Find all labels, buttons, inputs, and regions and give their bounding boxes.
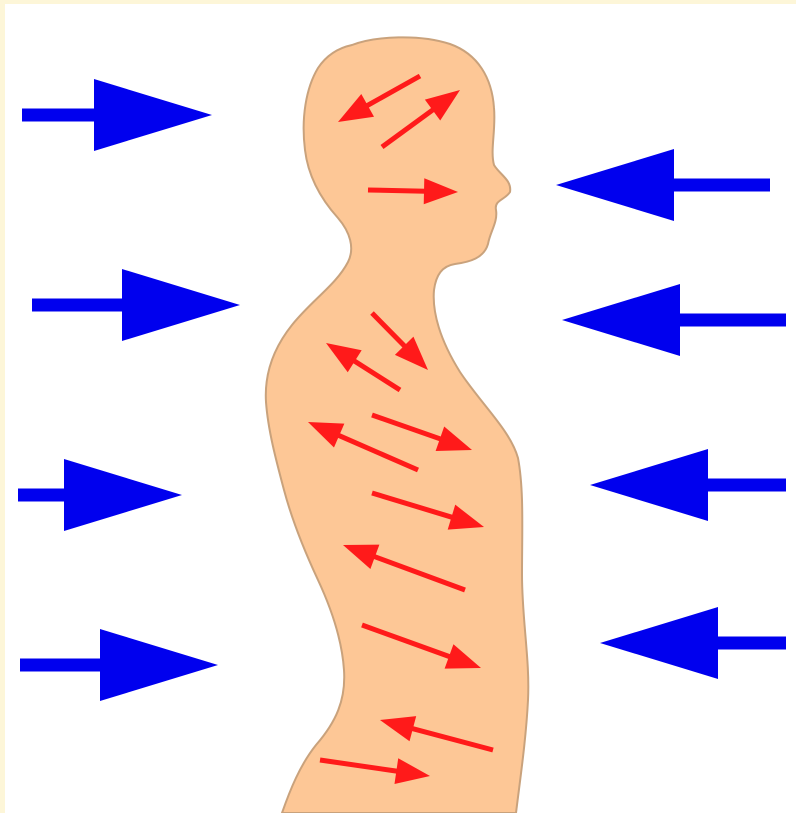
- external-arrow-right-2-head: [562, 284, 680, 356]
- external-arrow-right-1-head: [556, 149, 674, 221]
- external-arrow-right-2: [562, 284, 786, 356]
- external-arrow-right-3-head: [590, 449, 708, 521]
- external-arrow-right-4: [600, 607, 786, 679]
- internal-arrow-3-shaft: [368, 190, 426, 191]
- external-arrow-left-2-head: [122, 269, 240, 341]
- external-arrow-left-1: [22, 79, 212, 151]
- external-arrow-left-3: [18, 459, 182, 531]
- external-arrow-right-1: [556, 149, 770, 221]
- external-arrow-left-4-head: [100, 629, 218, 701]
- external-arrow-right-4-head: [600, 607, 718, 679]
- external-arrow-left-3-head: [64, 459, 182, 531]
- external-arrow-right-3: [590, 449, 786, 521]
- external-arrow-left-2: [32, 269, 240, 341]
- external-arrow-left-4: [20, 629, 218, 701]
- external-arrow-left-1-head: [94, 79, 212, 151]
